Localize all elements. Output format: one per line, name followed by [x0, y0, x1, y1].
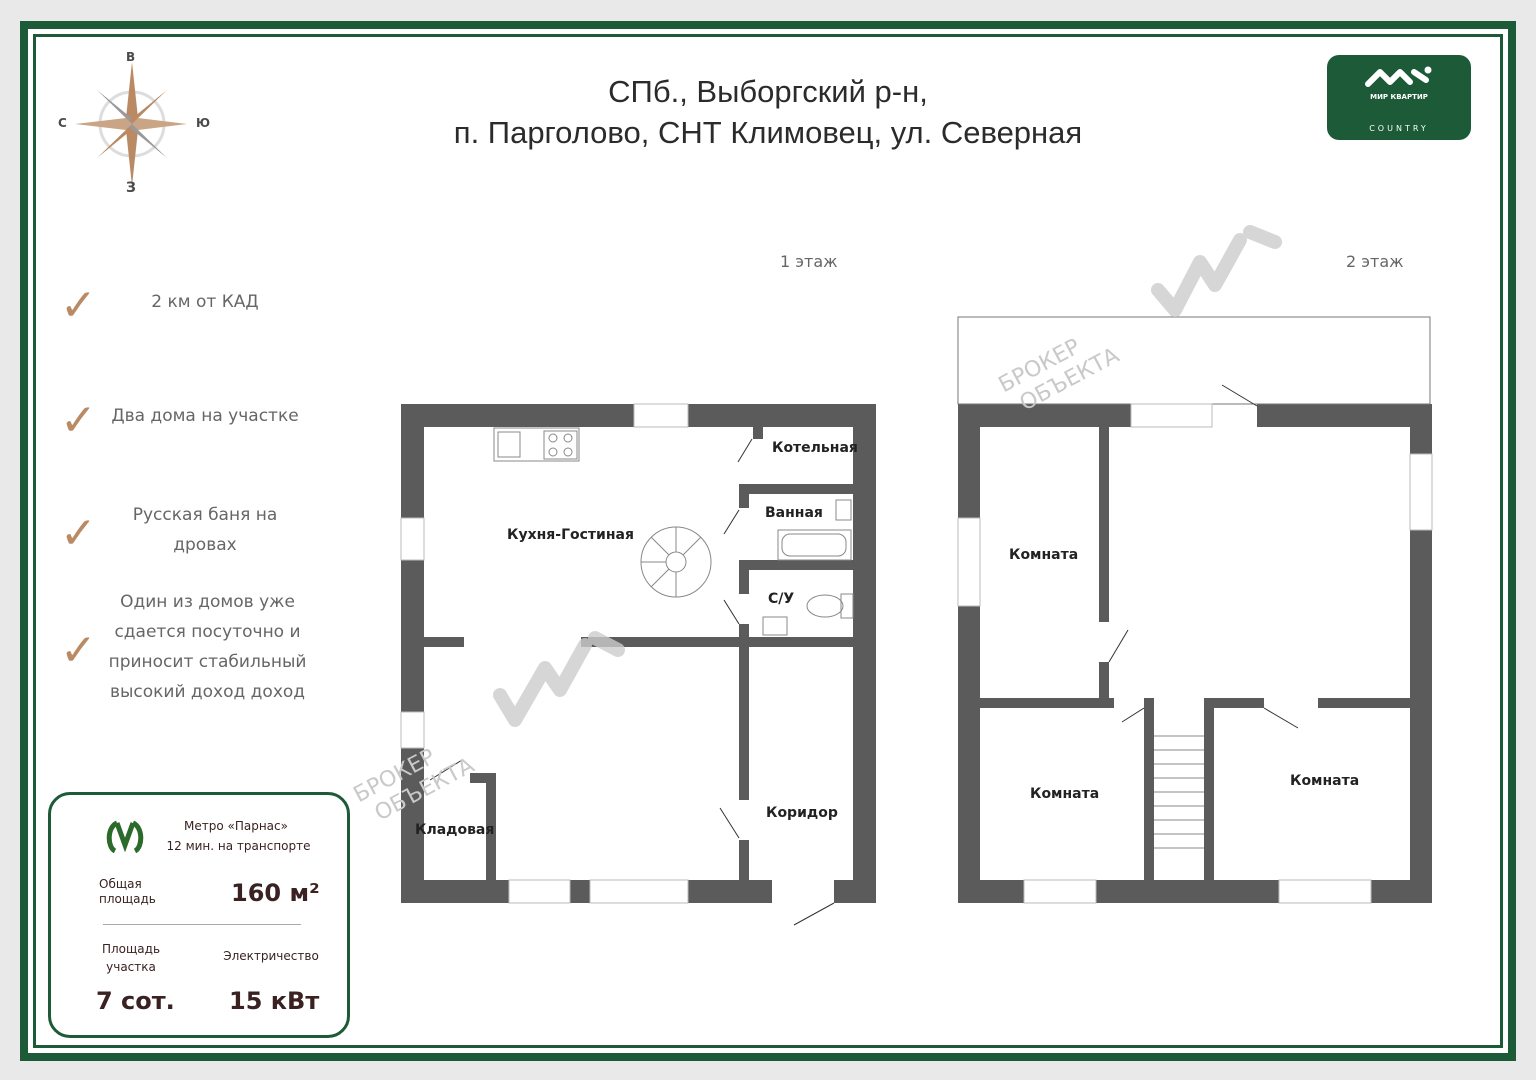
power-label: Электричество — [223, 949, 319, 963]
floor2-walls — [958, 404, 1432, 903]
compass-north: В — [126, 50, 136, 64]
check-icon: ✓ — [60, 395, 97, 446]
toilet-icon — [762, 593, 854, 636]
kitchen-appliances-icon — [493, 427, 580, 462]
feature-item: 2 км от КАД — [151, 292, 259, 312]
floor2-label: 2 этаж — [1346, 252, 1404, 271]
plot-value: 7 сот. — [96, 987, 175, 1015]
room-wc: С/У — [768, 591, 795, 607]
compass: В З С Ю — [55, 48, 215, 198]
floor1-label: 1 этаж — [780, 252, 838, 271]
metro-station: Метро «Парнас» — [184, 819, 288, 833]
inner-border — [33, 34, 1503, 1048]
area-value: 160 м² — [231, 879, 320, 907]
floor1-walls — [401, 404, 876, 903]
room-corridor: Коридор — [766, 805, 838, 821]
stairs-icon — [1154, 735, 1204, 849]
power-value: 15 кВт — [229, 987, 320, 1015]
room-bathroom: Ванная — [765, 505, 823, 521]
room-bedroom: Комната — [1030, 786, 1100, 802]
room-storage: Кладовая — [415, 822, 495, 838]
logo-sub: COUNTRY — [1369, 124, 1429, 133]
feature-item: Два дома на участке — [111, 406, 299, 426]
watermark-logo-icon — [493, 225, 1282, 727]
check-icon: ✓ — [60, 280, 97, 331]
room-bedroom: Комната — [1009, 547, 1079, 563]
spiral-stair-icon — [640, 526, 712, 598]
address-line2: п. Парголово, СНТ Климовец, ул. Северная — [453, 115, 1083, 150]
bathtub-icon — [777, 499, 852, 561]
compass-south: З — [126, 180, 136, 196]
room-boiler: Котельная — [772, 440, 858, 456]
check-icon: ✓ — [60, 625, 97, 676]
floor1-windows — [400, 403, 689, 904]
info-card: Метро «Парнас» 12 мин. на транспорте Общ… — [48, 792, 350, 1038]
plot-label: Площадь участка — [101, 942, 161, 974]
floor1-doors — [429, 438, 835, 926]
logo-brand: МИР КВАРТИР — [1370, 93, 1428, 101]
logo-mark-icon — [1365, 66, 1432, 87]
address-line1: СПб., Выборгский р-н, — [608, 74, 928, 109]
compass-west: С — [58, 116, 67, 130]
transit-time: 12 мин. на транспорте — [166, 839, 311, 853]
feature-item: Один из домов уже сдается посуточно и пр… — [108, 592, 307, 702]
room-kitchen-living: Кухня-Гостиная — [507, 527, 634, 543]
compass-rose-icon — [75, 62, 187, 186]
check-icon: ✓ — [60, 508, 97, 559]
feature-item: Русская баня на дровах — [132, 505, 278, 555]
compass-east: Ю — [196, 116, 211, 130]
floor2-doors — [1108, 384, 1299, 729]
area-label: Общая площадь — [99, 877, 156, 906]
metro-icon — [106, 820, 144, 853]
room-bedroom: Комната — [1290, 773, 1360, 789]
divider — [103, 924, 301, 925]
address-title: СПб., Выборгский р-н, п. Парголово, СНТ … — [0, 71, 1536, 153]
brand-logo: МИР КВАРТИР COUNTRY — [1327, 55, 1471, 140]
floor2-windows — [957, 316, 1433, 904]
